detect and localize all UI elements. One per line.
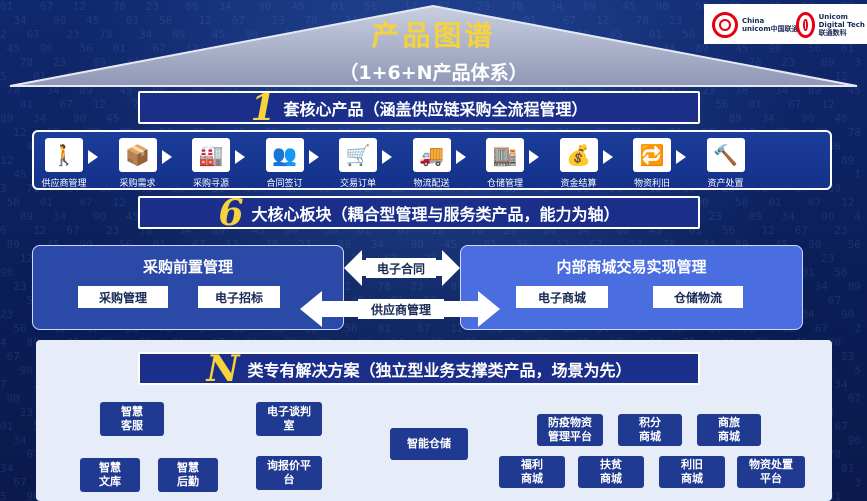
process-step[interactable]: 🚚 物流配送 — [402, 138, 462, 189]
banner1-number: 1 — [250, 86, 276, 129]
process-step-label: 资产处置 — [707, 179, 744, 189]
sourcing-icon: 🏭 — [192, 138, 230, 172]
panel-procurement-front: 采购前置管理 采购管理 电子招标 — [32, 245, 344, 330]
banner-core-product: 1 套核心产品（涵盖供应链采购全流程管理） — [138, 86, 700, 129]
solution-smart-customer-service[interactable]: 智慧 客服 — [100, 402, 164, 436]
contract-icon: 👥 — [265, 138, 304, 172]
process-step[interactable]: 🛒 交易订单 — [328, 138, 388, 189]
process-step[interactable]: 🏬 仓储管理 — [475, 138, 535, 189]
process-step[interactable]: 🚶 供应商管理 — [34, 138, 94, 189]
reuse-icon: 🔁 — [633, 138, 671, 172]
process-arrow-icon — [455, 150, 466, 164]
panel-left-title: 采购前置管理 — [142, 258, 233, 276]
solution-smart-warehousing[interactable]: 智能仓储 — [390, 428, 468, 460]
process-step-label: 物流配送 — [413, 179, 450, 189]
solution-smart-library[interactable]: 智慧 文库 — [80, 458, 140, 492]
logo-a-line2: unicom中国联通 — [742, 25, 799, 33]
unicom-digital-tech-logo: Unicom Digital Tech 联通数科 — [796, 10, 867, 40]
chip-procurement-management[interactable]: 采购管理 — [78, 286, 168, 308]
unicom-knot-icon — [712, 12, 738, 38]
demand-icon: 📦 — [118, 138, 157, 172]
process-step-label: 采购需求 — [119, 179, 156, 189]
process-step-label: 资金结算 — [560, 179, 597, 189]
panel-internal-mall: 内部商城交易实现管理 电子商城 仓储物流 — [460, 245, 803, 330]
settlement-icon: 💰 — [559, 138, 598, 172]
process-step-label: 合同签订 — [266, 179, 303, 189]
banner-six-modules: 6 大核心板块（耦合型管理与服务类产品，能力为轴） — [138, 191, 700, 234]
process-arrow-icon — [676, 150, 686, 164]
process-step-label: 物资利旧 — [633, 179, 670, 189]
page-title: 产品图谱 — [371, 19, 496, 52]
logo-b-line2: Digital Tech 联通数科 — [818, 21, 865, 37]
process-arrow-icon — [382, 150, 392, 164]
order-icon: 🛒 — [339, 138, 377, 172]
roof-shape — [9, 4, 858, 87]
chip-e-mall[interactable]: 电子商城 — [516, 286, 608, 308]
process-step-label: 采购寻源 — [192, 179, 229, 189]
process-step-label: 仓储管理 — [486, 179, 523, 189]
page-subtitle: （1+6+N产品体系） — [339, 62, 528, 84]
banner-n-solutions: N 类专有解决方案（独立型业务支撑类产品，场景为先） — [138, 347, 700, 390]
process-step[interactable]: 💰 资金结算 — [549, 138, 609, 189]
solution-material-disposal-platform[interactable]: 物资处置 平台 — [737, 456, 805, 488]
solution-epidemic-material-platform[interactable]: 防疫物资 管理平台 — [537, 414, 603, 446]
process-arrow-icon — [602, 150, 613, 164]
digital-tech-knot-icon — [796, 12, 815, 38]
banner1-text: 套核心产品（涵盖供应链采购全流程管理） — [283, 99, 588, 119]
process-step[interactable]: 🔁 物资利旧 — [622, 138, 682, 189]
solution-poverty-alleviation-mall[interactable]: 扶贫 商城 — [578, 456, 644, 488]
solution-reuse-mall[interactable]: 利旧 商城 — [659, 456, 725, 488]
chip-e-bidding[interactable]: 电子招标 — [198, 286, 280, 308]
logo-a-line1: China — [742, 17, 765, 25]
process-strip: 🚶 供应商管理 📦 采购需求 🏭 采购寻源 👥 合同签订 🛒 交易订单 🚚 物流配送 🏬 仓储管理 💰 资金结… — [32, 130, 832, 190]
solution-business-travel-mall[interactable]: 商旅 商城 — [697, 414, 761, 446]
process-step[interactable]: 🔨 资产处置 — [696, 138, 756, 189]
process-arrow-icon — [161, 150, 172, 164]
process-step[interactable]: 👥 合同签订 — [255, 138, 315, 189]
solution-points-mall[interactable]: 积分 商城 — [618, 414, 682, 446]
process-arrow-icon — [308, 150, 319, 164]
process-step-label: 供应商管理 — [41, 179, 87, 189]
banner2-number: 6 — [218, 191, 244, 234]
solution-welfare-mall[interactable]: 福利 商城 — [499, 456, 565, 488]
panel-right-title: 内部商城交易实现管理 — [556, 258, 707, 276]
chip-warehouse-logistics[interactable]: 仓储物流 — [653, 286, 743, 308]
banner2-text: 大核心板块（耦合型管理与服务类产品，能力为轴） — [251, 204, 620, 224]
process-step[interactable]: 🏭 采购寻源 — [181, 138, 241, 189]
warehouse-icon: 🏬 — [486, 138, 524, 172]
process-arrow-icon — [529, 150, 539, 164]
banner3-text: 类专有解决方案（独立型业务支撑类产品，场景为先） — [247, 360, 632, 380]
process-step-label: 交易订单 — [339, 179, 376, 189]
logistics-icon: 🚚 — [412, 138, 451, 172]
solution-inquiry-quotation-platform[interactable]: 询报价平 台 — [256, 456, 322, 490]
logo-b-line1: Unicom — [818, 13, 848, 21]
solution-e-negotiation-room[interactable]: 电子谈判 室 — [256, 402, 322, 436]
label-supplier-management: 供应商管理 — [358, 299, 444, 319]
china-unicom-logo: China unicom中国联通 — [712, 10, 799, 40]
supplier-icon: 🚶 — [45, 138, 83, 172]
label-e-contract: 电子合同 — [366, 258, 436, 278]
disposal-icon: 🔨 — [706, 138, 745, 172]
process-arrow-icon — [88, 150, 98, 164]
solution-smart-logistics[interactable]: 智慧 后勤 — [158, 458, 218, 492]
process-arrow-icon — [235, 150, 245, 164]
banner3-number: N — [206, 347, 240, 390]
process-step[interactable]: 📦 采购需求 — [108, 138, 168, 189]
